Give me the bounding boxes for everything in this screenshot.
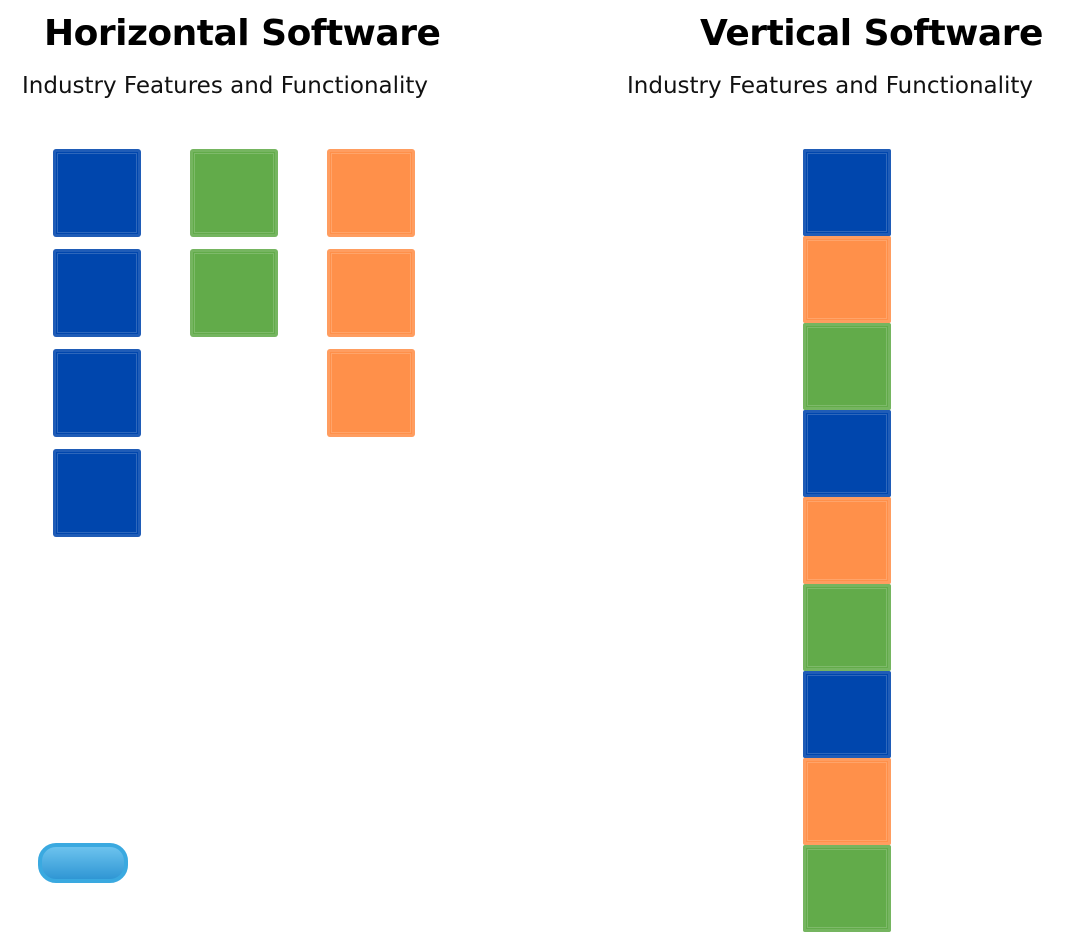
feature-block-blue xyxy=(53,249,141,337)
feature-block-blue xyxy=(53,449,141,537)
stack-block xyxy=(803,323,891,410)
stack-block xyxy=(803,671,891,758)
feature-block-orange xyxy=(327,249,415,337)
horizontal-software-subtitle: Industry Features and Functionality xyxy=(22,73,429,99)
stack-block xyxy=(803,410,891,497)
stack-block xyxy=(803,584,891,671)
stack-block xyxy=(803,149,891,236)
feature-block-blue xyxy=(53,149,141,237)
brand-logo-icon xyxy=(38,843,128,883)
stack-block xyxy=(803,758,891,845)
stack-block xyxy=(803,236,891,323)
feature-block-orange xyxy=(327,149,415,237)
vertical-software-title: Vertical Software xyxy=(700,13,1043,54)
horizontal-software-title: Horizontal Software xyxy=(44,13,441,54)
feature-block-green xyxy=(190,249,278,337)
feature-block-blue xyxy=(53,349,141,437)
stack-block xyxy=(803,845,891,932)
feature-block-green xyxy=(190,149,278,237)
stack-block xyxy=(803,497,891,584)
vertical-software-subtitle: Industry Features and Functionality xyxy=(627,73,1034,99)
feature-block-orange xyxy=(327,349,415,437)
